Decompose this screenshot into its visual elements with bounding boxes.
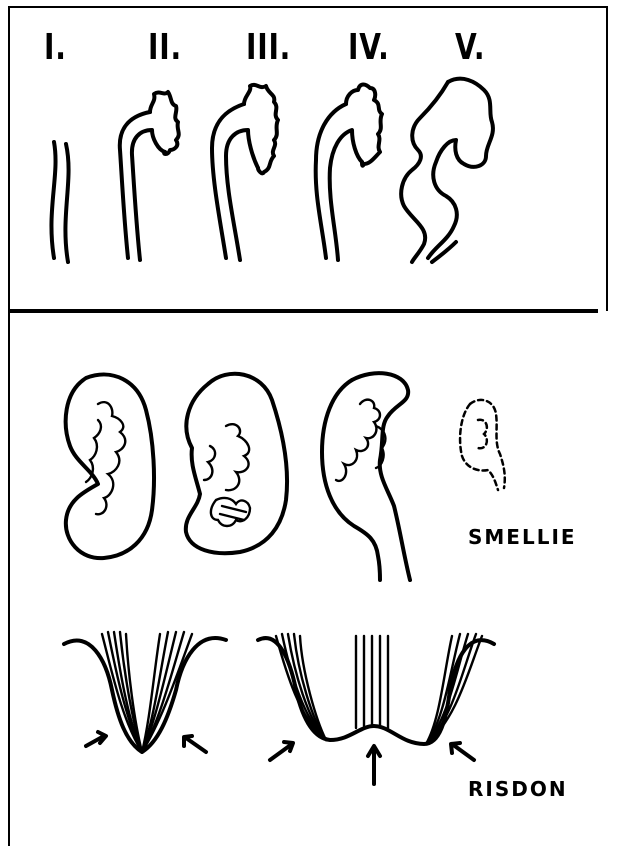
smellie-dashed-sketch [460,400,505,490]
stage-5-lobed-drawing [401,79,493,262]
stage-4-bud-drawing [316,85,382,261]
stage-2-bud-drawing [120,92,179,260]
risdon-wide-funnel-drawing [258,634,494,784]
kidney-drawing-1 [66,375,154,559]
smellie-label: SMELLIE [468,527,577,547]
risdon-narrow-funnel-drawing [64,632,226,752]
risdon-label: RISDON [468,779,568,799]
kidney-drawing-3 [322,373,410,580]
stage-3-bud-drawing [212,85,278,260]
stage-1-duct-drawing [51,142,68,262]
kidney-drawing-2 [186,374,287,553]
